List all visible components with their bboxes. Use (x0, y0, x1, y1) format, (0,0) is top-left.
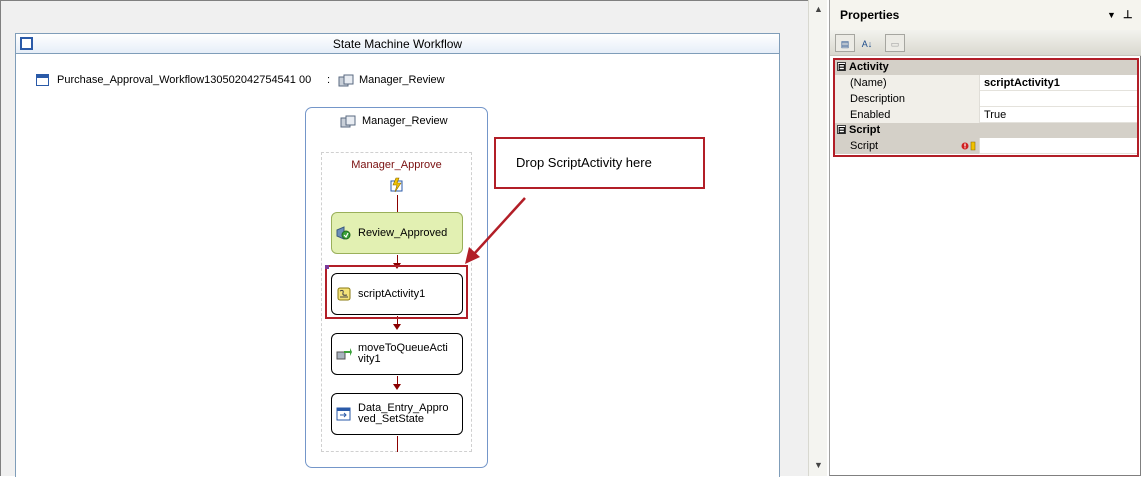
state-machine-workflow[interactable]: State Machine Workflow Purchase_Approval… (15, 33, 780, 477)
activity-review-approved[interactable]: Review_Approved (331, 212, 463, 254)
activity-label: Review_Approved (358, 226, 448, 239)
activity-label: scriptActivity1 (358, 287, 426, 300)
state-activity[interactable]: Manager_Review Manager_Approve Review_Ap… (305, 107, 488, 468)
activity-set-state[interactable]: Data_Entry_Appro ved_SetState (331, 393, 463, 435)
category-activity[interactable]: ⊟ Activity (835, 60, 1137, 75)
scroll-up-icon[interactable]: ▲ (814, 4, 823, 14)
event-handler-icon (961, 141, 977, 154)
property-name: (Name) (835, 75, 980, 91)
activity-script[interactable]: scriptActivity1 (331, 273, 463, 315)
pin-icon[interactable]: ⊥ (1123, 9, 1133, 21)
event-driven-icon (389, 177, 405, 196)
move-queue-icon (336, 347, 352, 361)
property-row-name[interactable]: (Name) scriptActivity1 (835, 75, 1137, 91)
collapse-icon[interactable]: ⊟ (837, 62, 846, 72)
callout-box: Drop ScriptActivity here (494, 137, 705, 189)
callout-arrow (465, 197, 526, 264)
property-row-script[interactable]: Script (835, 138, 1137, 154)
property-name: Script (835, 138, 980, 154)
property-name: Description (835, 91, 980, 107)
state-title: Manager_Review (362, 115, 448, 127)
arrow-head (393, 324, 401, 330)
workflow-title: State Machine Workflow (332, 37, 463, 51)
properties-panel[interactable]: Properties ▼ ⊥ ▤ A↓ ▭ ⊟ Activity (Name) … (829, 0, 1141, 476)
category-label: Activity (849, 61, 889, 73)
approve-icon (336, 226, 352, 240)
workflow-name: Purchase_Approval_Workflow13050204275454… (57, 74, 312, 86)
properties-toolbar: ▤ A↓ ▭ (830, 30, 1141, 56)
arrow-head (393, 384, 401, 390)
property-grid[interactable]: ⊟ Activity (Name) scriptActivity1 Descri… (833, 58, 1139, 157)
properties-title-bar: Properties ▼ ⊥ (830, 0, 1141, 30)
alphabetical-icon[interactable]: A↓ (861, 39, 873, 49)
property-row-enabled[interactable]: Enabled True (835, 107, 1137, 123)
workflow-designer[interactable]: State Machine Workflow Purchase_Approval… (0, 0, 808, 477)
event-driven-title: Manager_Approve (351, 159, 442, 171)
workflow-icon (20, 37, 33, 50)
activity-move-to-queue[interactable]: moveToQueueActi vity1 (331, 333, 463, 375)
collapse-icon[interactable]: ⊟ (837, 125, 846, 135)
workflow-root-icon (36, 74, 49, 86)
set-state-icon (336, 407, 352, 421)
initial-state-label[interactable]: Manager_Review (359, 74, 445, 86)
property-row-description[interactable]: Description (835, 91, 1137, 107)
workflow-separator: : (327, 74, 331, 86)
categorized-icon[interactable]: ▤ (835, 34, 855, 52)
dropdown-icon[interactable]: ▼ (1107, 10, 1116, 20)
state-icon (340, 115, 356, 132)
script-icon (336, 287, 352, 301)
property-value[interactable] (981, 138, 1137, 154)
category-script[interactable]: ⊟ Script (835, 123, 1137, 138)
workflow-header: State Machine Workflow (16, 34, 779, 54)
activity-label: Data_Entry_Appro ved_SetState (358, 402, 449, 425)
script-drop-highlight (325, 265, 468, 319)
property-value[interactable]: scriptActivity1 (984, 77, 1060, 89)
property-value[interactable]: True (984, 109, 1007, 121)
state-icon (338, 74, 354, 91)
property-value[interactable] (981, 91, 1137, 107)
designer-scrollbar[interactable]: ▲ ▼ (808, 0, 827, 476)
category-label: Script (849, 124, 881, 136)
property-name: Enabled (835, 107, 980, 123)
activity-label: moveToQueueActi vity1 (358, 342, 448, 365)
property-pages-icon[interactable]: ▭ (885, 34, 905, 52)
properties-title: Properties (840, 8, 900, 22)
event-driven-sequence[interactable]: Manager_Approve Review_Approved (321, 152, 472, 452)
selection-handle (325, 265, 329, 269)
scroll-down-icon[interactable]: ▼ (814, 460, 823, 470)
